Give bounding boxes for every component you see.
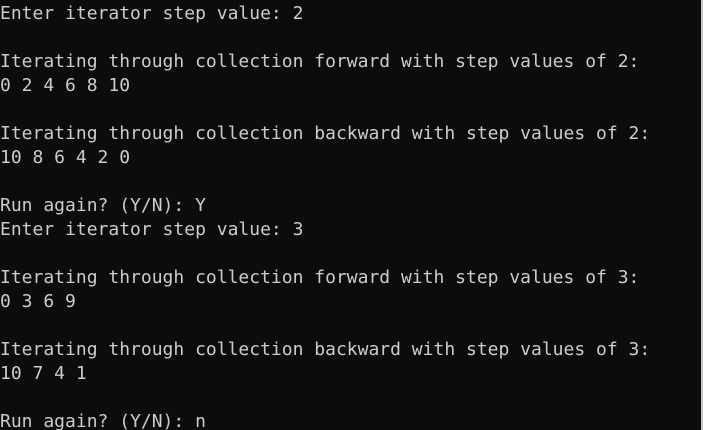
console-line-backward-header-1: Iterating through collection backward wi… [0, 123, 651, 144]
window-border [701, 0, 703, 430]
console-line-run-again-2[interactable]: Run again? (Y/N): n [0, 411, 206, 430]
console-line-forward-header-2: Iterating through collection forward wit… [0, 267, 640, 288]
console-line-step-prompt-2: Enter iterator step value: 3 [0, 219, 304, 240]
console-line-backward-header-2: Iterating through collection backward wi… [0, 339, 651, 360]
console-line-forward-header-1: Iterating through collection forward wit… [0, 51, 640, 72]
console-line-step-prompt-1: Enter iterator step value: 2 [0, 3, 304, 24]
console-line-forward-values-1: 0 2 4 6 8 10 [0, 75, 131, 96]
console-line-backward-values-1: 10 8 6 4 2 0 [0, 147, 131, 168]
console-line-backward-values-2: 10 7 4 1 [0, 363, 87, 384]
console-line-run-again-1: Run again? (Y/N): Y [0, 195, 206, 216]
console-line-forward-values-2: 0 3 6 9 [0, 291, 76, 312]
